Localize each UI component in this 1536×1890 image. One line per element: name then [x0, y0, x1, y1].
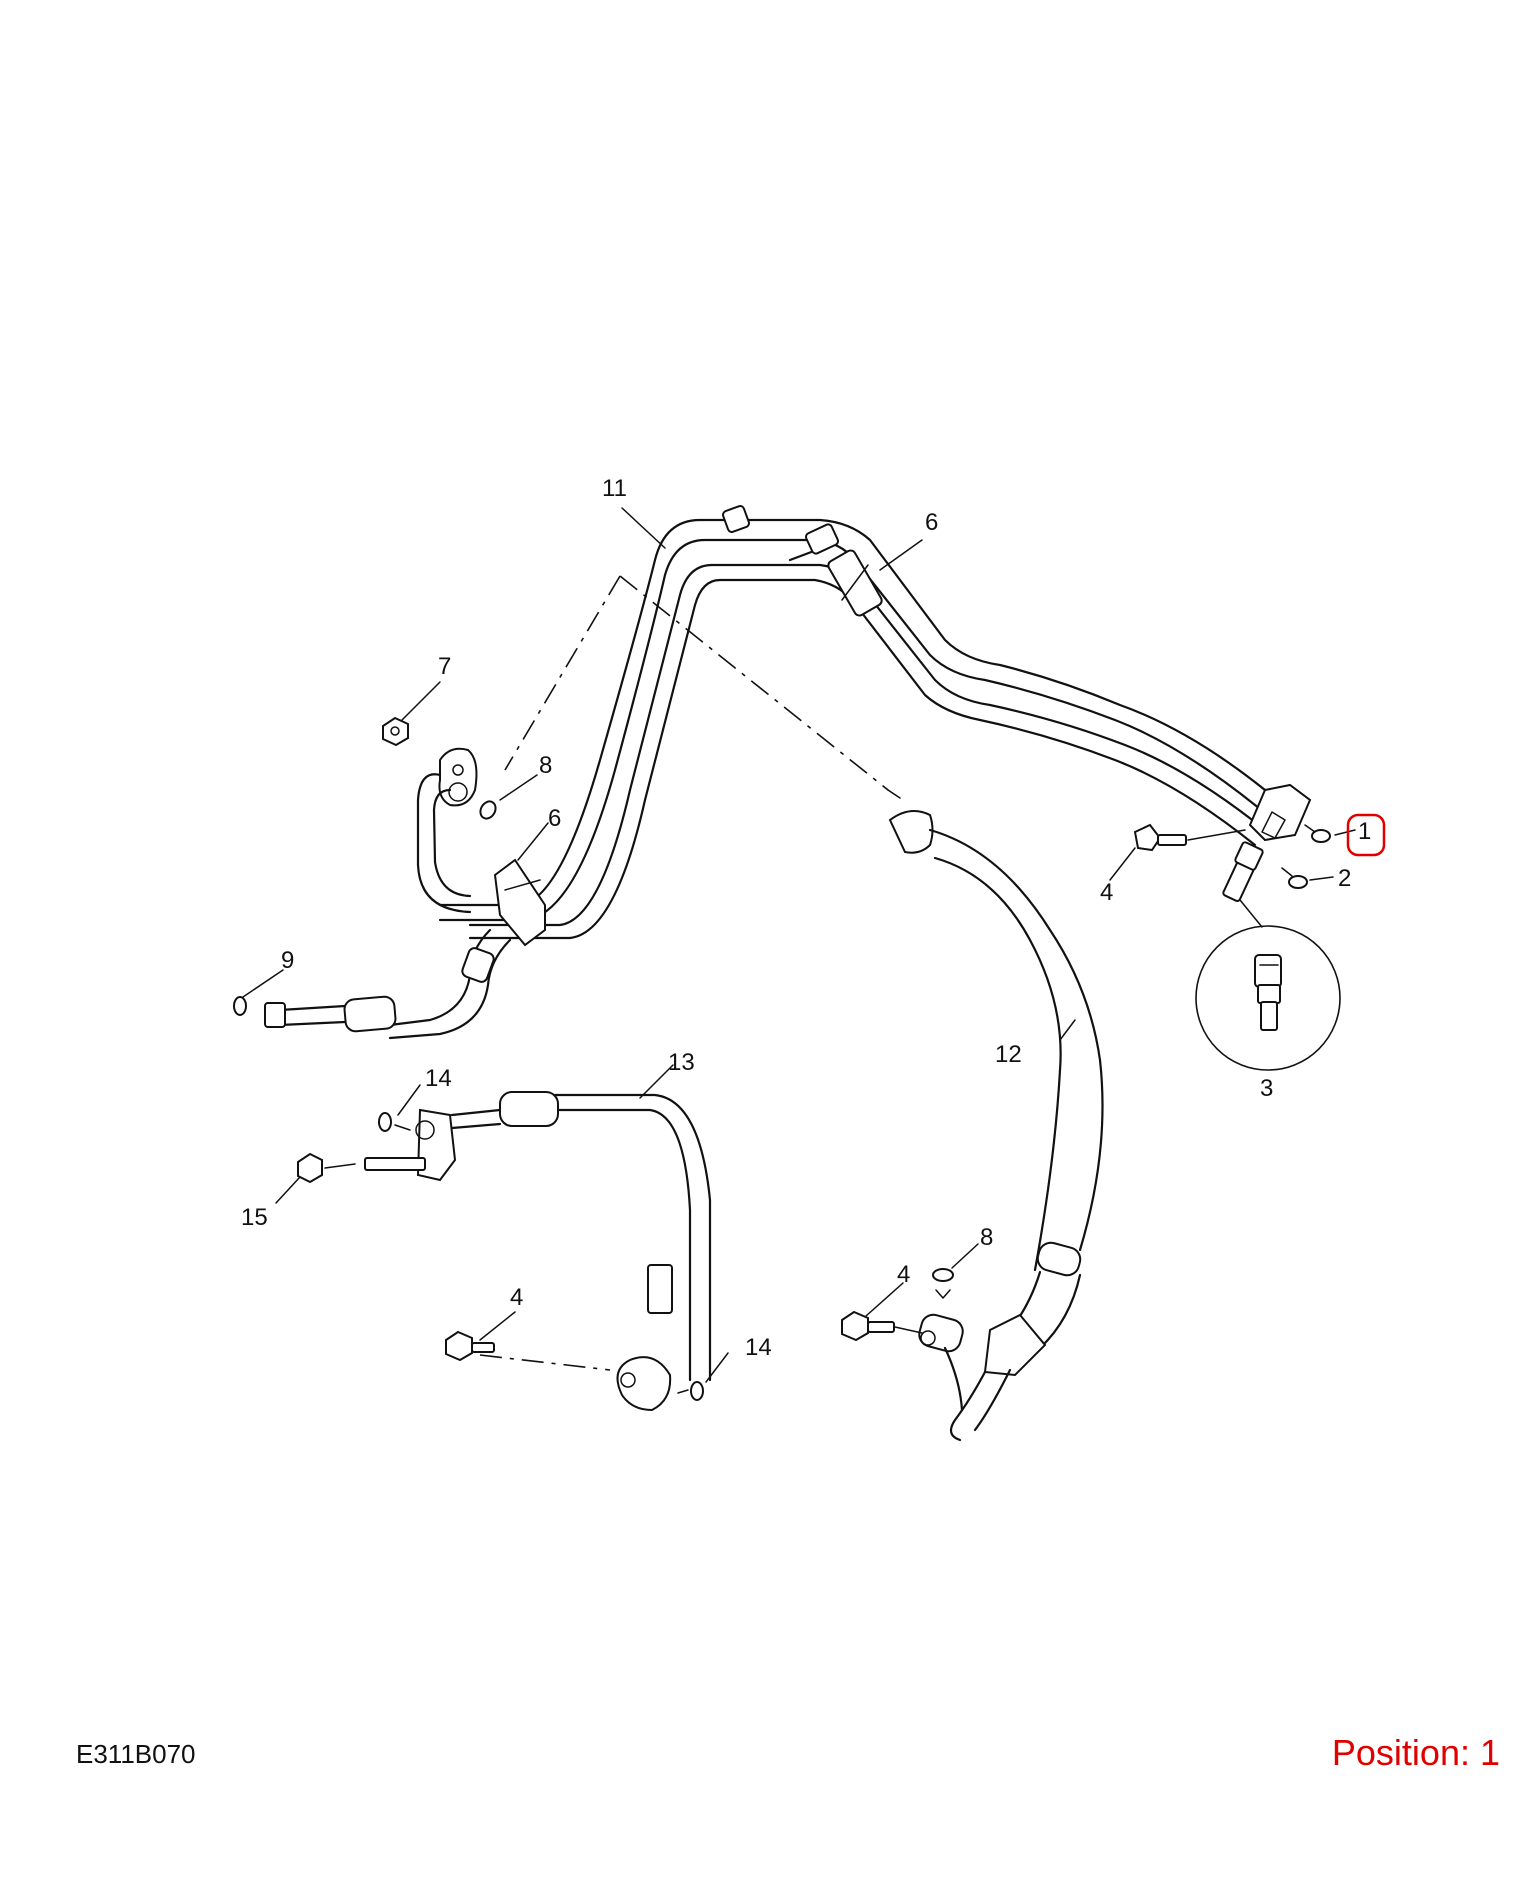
callout-11: 11 — [602, 475, 627, 502]
o-ring-1[interactable] — [1311, 829, 1331, 843]
callout-14-lower: 14 — [745, 1334, 772, 1361]
discharge-hose-13[interactable] — [415, 1091, 712, 1412]
callout-15: 15 — [241, 1204, 268, 1231]
tube-clip-6-lower[interactable] — [493, 858, 546, 947]
tube-clip-6-upper[interactable] — [827, 549, 884, 618]
callout-1: 1 — [1358, 818, 1371, 845]
callout-6-upper: 6 — [925, 509, 938, 536]
callout-2: 2 — [1338, 865, 1351, 892]
callout-4-lower-left: 4 — [510, 1284, 523, 1311]
callout-4-right: 4 — [1100, 879, 1113, 906]
callout-3: 3 — [1260, 1075, 1273, 1102]
o-ring-2[interactable] — [1288, 875, 1308, 889]
o-ring-9[interactable] — [233, 996, 247, 1016]
o-ring-14-upper[interactable] — [378, 1112, 392, 1132]
position-label: Position: 1 — [1331, 1732, 1500, 1773]
o-ring-14-lower[interactable] — [690, 1381, 704, 1401]
callout-14-upper: 14 — [425, 1065, 452, 1092]
tube-9-end[interactable] — [233, 928, 512, 1040]
bolt-4-lower-left[interactable] — [445, 1330, 495, 1362]
pressure-fitting-block[interactable] — [1222, 783, 1312, 902]
callout-13: 13 — [668, 1049, 695, 1076]
callout-12: 12 — [995, 1041, 1022, 1068]
callout-4-lower-middle: 4 — [897, 1261, 910, 1288]
o-ring-8-upper[interactable] — [477, 799, 498, 822]
pressure-switch-3-detail[interactable] — [1195, 899, 1341, 1071]
callout-7: 7 — [438, 653, 451, 680]
tube-loop-left[interactable] — [416, 773, 472, 914]
bolt-4-lower-middle[interactable] — [841, 1310, 923, 1342]
flange-fitting-left[interactable] — [438, 747, 478, 807]
callout-6-lower: 6 — [548, 805, 561, 832]
callout-8-upper: 8 — [539, 752, 552, 779]
stud-nut-15[interactable] — [297, 1152, 426, 1184]
callout-1-highlight — [1346, 813, 1386, 857]
callout-8-lower: 8 — [980, 1224, 993, 1251]
bolt-4-right[interactable] — [1133, 823, 1246, 852]
o-ring-8-lower[interactable] — [932, 1268, 954, 1282]
suction-hose-12[interactable] — [887, 789, 1104, 1442]
callout-leaders — [242, 507, 1356, 1383]
diagram-code: E311B070 — [76, 1739, 196, 1769]
callout-9: 9 — [281, 947, 294, 974]
nut-7[interactable] — [382, 716, 409, 747]
